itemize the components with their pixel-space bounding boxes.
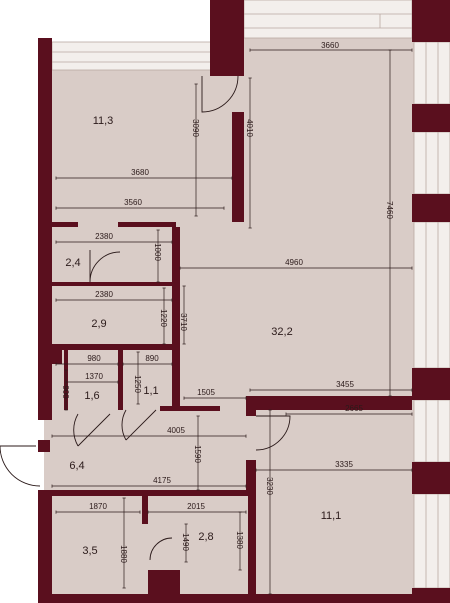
dimension-label: 4175 — [153, 476, 171, 485]
dimension-label: 3230 — [265, 477, 274, 495]
dimension-label: 3680 — [131, 168, 149, 177]
room-area-label: 6,4 — [69, 460, 84, 472]
dimension-label: 4960 — [285, 258, 303, 267]
room-labels: 11,3 32,2 2,4 2,9 1,6 1,1 6,4 11,1 3,5 2… — [65, 115, 341, 557]
apartment-floor — [44, 18, 414, 596]
dimension-label: 980 — [87, 354, 101, 363]
dimension-label: 1000 — [153, 243, 162, 261]
dimension-label: 2015 — [187, 502, 205, 511]
room-area-label: 2,8 — [198, 531, 213, 543]
dimension-label: 1490 — [181, 533, 190, 551]
dimension-label: 1880 — [119, 545, 128, 563]
dimension-label: 4010 — [245, 119, 254, 137]
dimension-label: 3710 — [179, 313, 188, 331]
dimension-label: 2665 — [345, 404, 363, 413]
room-area-label: 1,1 — [143, 385, 158, 397]
room-area-label: 2,9 — [91, 318, 106, 330]
dimension-label: 4005 — [167, 426, 185, 435]
dimension-label: 900 — [61, 385, 70, 399]
room-area-label: 11,3 — [93, 115, 114, 127]
room-area-label: 3,5 — [82, 545, 97, 557]
room-area-label: 2,4 — [65, 257, 80, 269]
dimension-label: 1870 — [89, 502, 107, 511]
room-area-label: 11,1 — [321, 510, 342, 522]
dimension-label: 1370 — [85, 372, 103, 381]
room-area-label: 32,2 — [271, 326, 292, 338]
dimension-label: 1505 — [197, 388, 215, 397]
dimension-label: 890 — [145, 354, 159, 363]
dimension-label: 3660 — [321, 41, 339, 50]
dimension-label: 3560 — [124, 198, 142, 207]
dimension-lines — [51, 48, 413, 595]
room-area-label: 1,6 — [84, 390, 99, 402]
dimension-label: 2380 — [95, 290, 113, 299]
dimension-label: 1590 — [193, 445, 202, 463]
door-swings — [0, 75, 291, 561]
dimension-label: 7460 — [385, 201, 394, 219]
dimension-label: 3455 — [336, 380, 354, 389]
dimension-labels: 3660 3090 4010 7460 3680 3560 2380 1000 … — [61, 41, 394, 563]
dimension-label: 1380 — [235, 531, 244, 549]
dimension-label: 3335 — [335, 460, 353, 469]
dimension-label: 2380 — [95, 232, 113, 241]
window-top-right — [243, 0, 413, 39]
dimension-label: 1220 — [159, 309, 168, 327]
walls — [38, 0, 450, 603]
dimension-label: 3090 — [191, 119, 200, 137]
dimension-label: 1250 — [133, 375, 142, 393]
